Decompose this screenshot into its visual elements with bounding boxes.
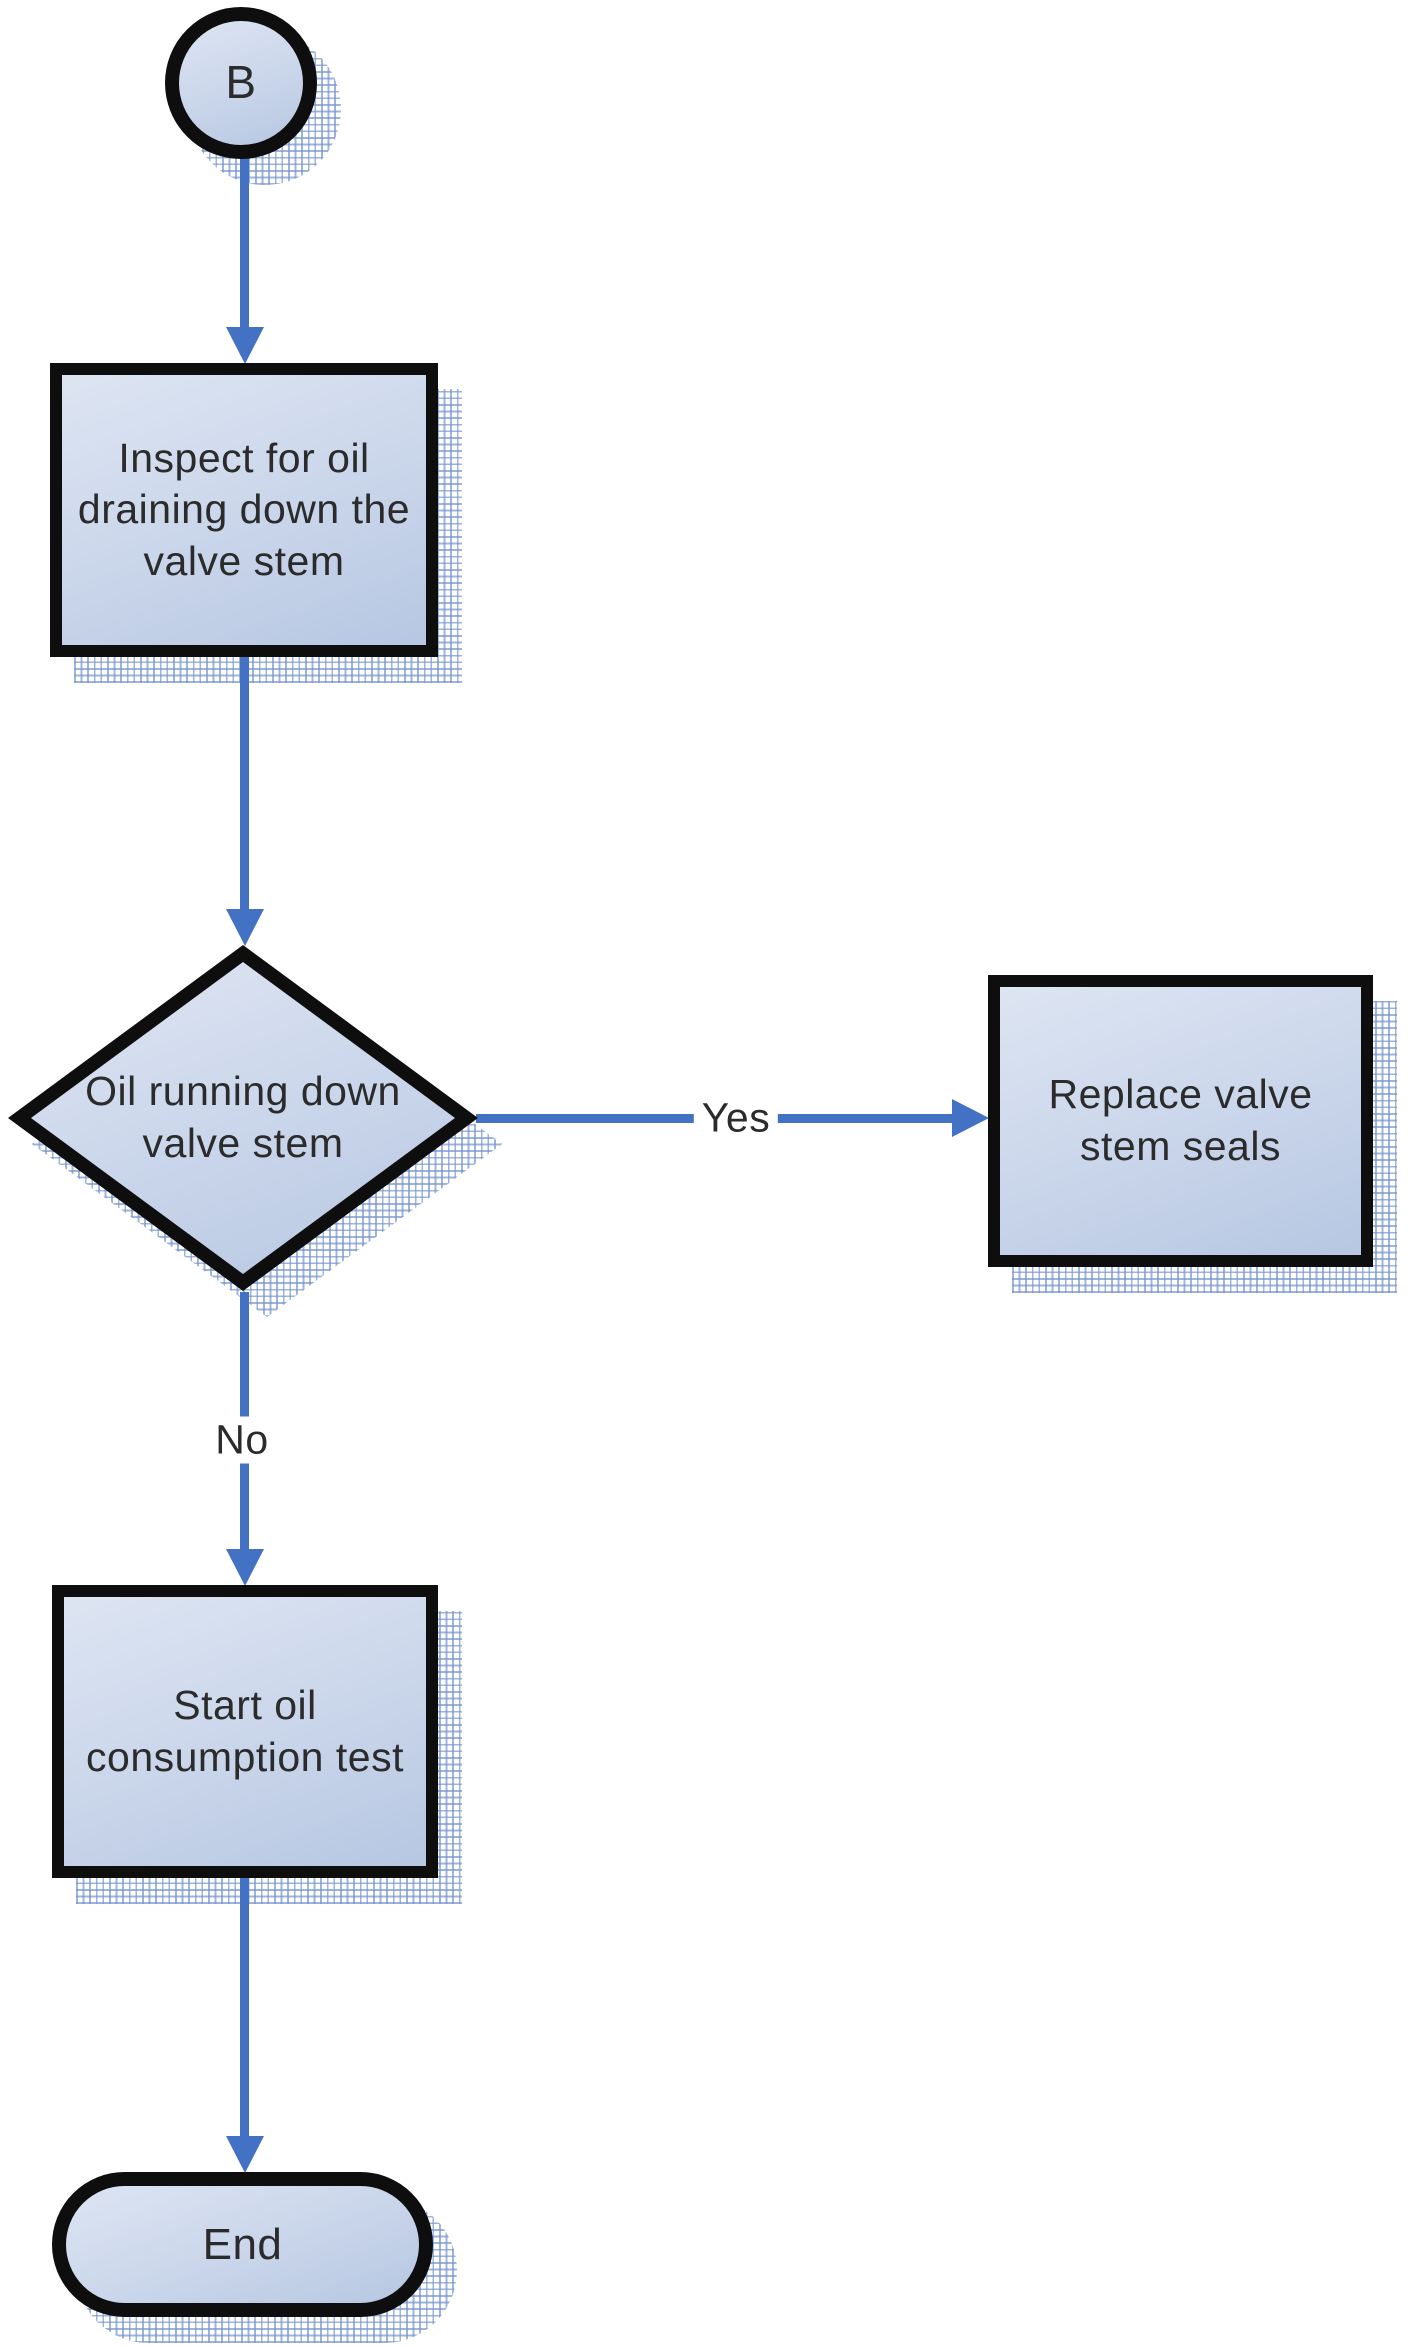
decision-node-oil-running: Oil running down valve stem: [8, 945, 478, 1291]
node-label: Replace valve stem seals: [1048, 1071, 1313, 1169]
arrowhead-down-icon: [226, 327, 264, 364]
process-node-replace: Replace valve stem seals: [988, 975, 1373, 1267]
node-label: Start oil consumption test: [86, 1681, 404, 1780]
decision-node-fill: Oil running down valve stem: [31, 962, 455, 1274]
node-label: Inspect for oil draining down the valve …: [77, 434, 411, 584]
node-label: Oil running down valve stem: [85, 1068, 401, 1166]
arrow-line: [240, 1878, 249, 2142]
edge-label-yes: Yes: [693, 1094, 779, 1142]
arrowhead-right-icon: [952, 1099, 989, 1137]
node-label: End: [202, 2219, 283, 2269]
node-label: B: [225, 56, 257, 109]
connector-node-b: B: [165, 7, 317, 159]
process-node-start-test: Start oil consumption test: [52, 1585, 438, 1878]
arrow-line: [240, 155, 249, 333]
terminator-node-end: End: [52, 2172, 433, 2317]
edge-label-no: No: [207, 1416, 277, 1464]
arrow-line: [240, 655, 249, 917]
arrowhead-down-icon: [226, 2136, 264, 2173]
arrowhead-down-icon: [226, 1549, 264, 1586]
arrowhead-down-icon: [226, 909, 264, 946]
process-node-inspect: Inspect for oil draining down the valve …: [50, 363, 438, 657]
